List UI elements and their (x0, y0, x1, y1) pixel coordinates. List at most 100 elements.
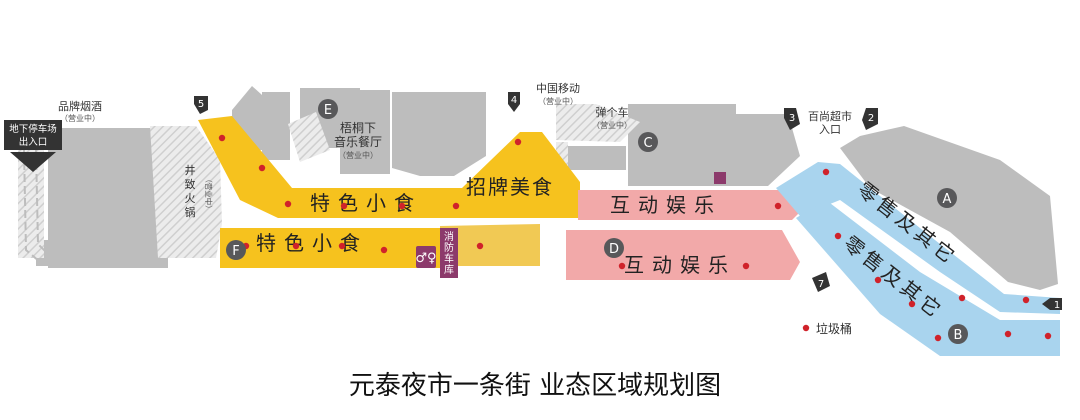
parking-label-line: 地下停车场 (9, 123, 57, 135)
parking-ramp (23, 149, 51, 263)
svg-text:♂♀: ♂♀ (415, 251, 436, 266)
trash-bin-marker (476, 242, 484, 250)
hotpot-char: 井 (185, 163, 196, 177)
trash-bin-marker (774, 202, 782, 210)
building-block (262, 92, 290, 160)
trash-bin-marker (340, 202, 348, 210)
trash-bin-marker (934, 334, 942, 342)
area-badge-letter: F (232, 244, 239, 259)
entrance-marker-7[interactable]: 7 (812, 272, 830, 292)
place-status-hotpot: （营业中） (204, 175, 214, 213)
parking-label-line: 出入口 (19, 136, 48, 148)
trash-bin-marker (452, 202, 460, 210)
entrance-marker-1[interactable]: 1 (1042, 298, 1062, 311)
area-badge-letter: D (609, 242, 619, 257)
entrance-number: 3 (789, 113, 795, 124)
area-badge-letter: E (324, 103, 332, 118)
hatched-area (150, 126, 222, 258)
building-block (716, 114, 800, 186)
place-status-wutong: （营业中） (338, 150, 378, 160)
zone-label-entertainment-lower: 互动娱乐 (624, 253, 736, 277)
parking-entrance-label[interactable]: 地下停车场 出入口 (4, 120, 62, 172)
area-badge-d[interactable]: D (604, 238, 624, 258)
area-badge-letter: B (954, 328, 963, 343)
building-block (340, 90, 390, 174)
small-marker-icon (714, 172, 726, 184)
trash-bin-marker (514, 138, 522, 146)
building-block (66, 226, 156, 266)
area-badge-c[interactable]: C (638, 132, 658, 152)
trash-bin-marker (380, 246, 388, 254)
place-label-supermarket-line2: 入口 (819, 123, 841, 136)
entrance-number: 4 (511, 95, 517, 106)
entrance-number: 2 (868, 113, 874, 124)
hotpot-char: 锅 (185, 206, 196, 219)
zone-label-food-upper: 特色小食 (310, 191, 422, 215)
trash-bin-marker (284, 200, 292, 208)
hotpot-char: 火 (185, 192, 196, 205)
legend-label-trash: 垃圾桶 (816, 321, 852, 336)
area-badge-letter: C (643, 136, 652, 151)
hatched-area (556, 104, 640, 142)
legend-dot-icon (802, 324, 810, 332)
building-block (566, 146, 626, 170)
place-status-china-mobile: （营业中） (538, 96, 578, 106)
retail-zone-lower[interactable] (796, 200, 1060, 356)
trash-bin-marker (1022, 296, 1030, 304)
trash-bin-markers (218, 134, 1052, 342)
area-badge-e[interactable]: E (318, 99, 338, 119)
area-badge-f[interactable]: F (226, 240, 246, 260)
area-badge-letter: A (943, 192, 952, 207)
place-label-bumper-car: 弹个车 (596, 105, 629, 119)
place-label-tobacco: 品牌烟酒 (58, 99, 102, 113)
fire-lane-box: 消 防 车 库 (440, 228, 458, 278)
trash-bin-marker (822, 168, 830, 176)
zone-label-food-lower: 特色小食 (256, 231, 368, 255)
place-label-wutong-line1: 梧桐下 (340, 120, 376, 135)
entrance-number: 5 (198, 99, 204, 110)
zone-label-signature-food: 招牌美食 (466, 175, 554, 199)
trash-bin-marker (1044, 332, 1052, 340)
building-block (840, 126, 1058, 290)
hotpot-char: 致 (185, 177, 196, 191)
entrance-marker-5[interactable]: 5 (194, 96, 208, 114)
place-status-tobacco: （营业中） (60, 113, 100, 123)
fire-lane-char: 库 (444, 263, 454, 276)
entrance-number: 1 (1054, 300, 1060, 311)
place-label-wutong-line2: 音乐餐厅 (334, 134, 382, 149)
trash-bin-marker (218, 134, 226, 142)
food-zone-lower-light[interactable] (440, 224, 540, 266)
trash-bin-marker (908, 300, 916, 308)
map-title: 元泰夜市一条街 业态区域规划图 (349, 371, 721, 401)
area-badge-a[interactable]: A (937, 188, 957, 208)
trash-bin-marker (1004, 330, 1012, 338)
fire-lane-char: 消 (444, 230, 454, 243)
parking-arrow-icon (10, 152, 56, 172)
restroom-icon: ♂♀ (415, 246, 437, 268)
entrance-marker-2[interactable]: 2 (862, 108, 878, 130)
fire-lane-char: 防 (444, 241, 454, 254)
entertainment-zone-upper[interactable] (578, 190, 800, 220)
entrance-marker-3[interactable]: 3 (784, 108, 800, 130)
trash-bin-marker (742, 262, 750, 270)
trash-bin-marker (338, 242, 346, 250)
entrance-number: 7 (818, 279, 824, 290)
retail-zone-upper[interactable] (776, 162, 1060, 314)
legend: 垃圾桶 (802, 321, 852, 336)
trash-bin-marker (618, 262, 626, 270)
place-label-china-mobile: 中国移动 (536, 82, 580, 95)
trash-bin-marker (834, 232, 842, 240)
building-block (392, 92, 486, 176)
food-zone-lower[interactable] (220, 228, 440, 268)
hatched-area (288, 112, 330, 162)
entrance-marker-4[interactable]: 4 (508, 92, 520, 112)
food-zone-upper[interactable] (198, 116, 580, 218)
place-label-supermarket-line1: 百尚超市 (808, 109, 852, 123)
place-label-hotpot: 井 致 火 锅 （营业中） (185, 163, 215, 219)
fire-lane-char: 车 (444, 252, 454, 265)
area-badge-b[interactable]: B (948, 324, 968, 344)
trash-bin-marker (958, 294, 966, 302)
zone-label-entertainment-upper: 互动娱乐 (610, 193, 722, 217)
trash-bin-marker (874, 276, 882, 284)
